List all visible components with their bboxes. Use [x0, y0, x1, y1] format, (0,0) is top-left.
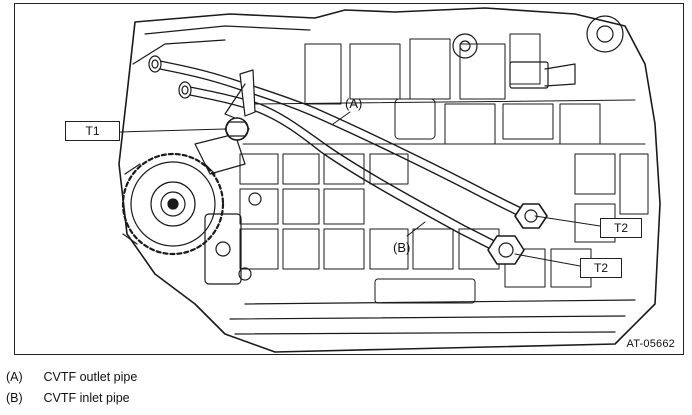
leader-lines: [119, 111, 601, 267]
callout-a: (A): [345, 96, 363, 111]
upper-right-components: [452, 15, 624, 89]
callout-t2-upper: T2: [600, 218, 642, 238]
legend-key: (A): [6, 370, 23, 384]
figure-frame: T1 T2 T2 (A) (B) AT-05662: [14, 3, 684, 355]
t2-lower-nut: [487, 235, 525, 265]
legend-text: CVTF outlet pipe: [43, 370, 138, 384]
callout-t1: T1: [65, 121, 120, 141]
figure-id-label: AT-05662: [626, 338, 675, 350]
legend-item-a: (A) CVTF outlet pipe: [6, 370, 137, 384]
cvtf-outlet-pipe: [148, 55, 536, 223]
transmission-case: [118, 7, 661, 353]
pipe-bracket: [224, 69, 256, 123]
t1-bolt: [224, 117, 250, 141]
legend-text: CVTF inlet pipe: [43, 391, 130, 405]
left-housing: [194, 133, 262, 285]
legend-item-b: (B) CVTF inlet pipe: [6, 391, 130, 405]
gear-sprocket: [121, 152, 225, 256]
t2-upper-nut: [514, 203, 548, 229]
callout-t2-lower: T2: [580, 258, 622, 278]
legend-key: (B): [6, 391, 23, 405]
transmission-illustration: [118, 7, 661, 353]
callout-b: (B): [393, 240, 411, 255]
